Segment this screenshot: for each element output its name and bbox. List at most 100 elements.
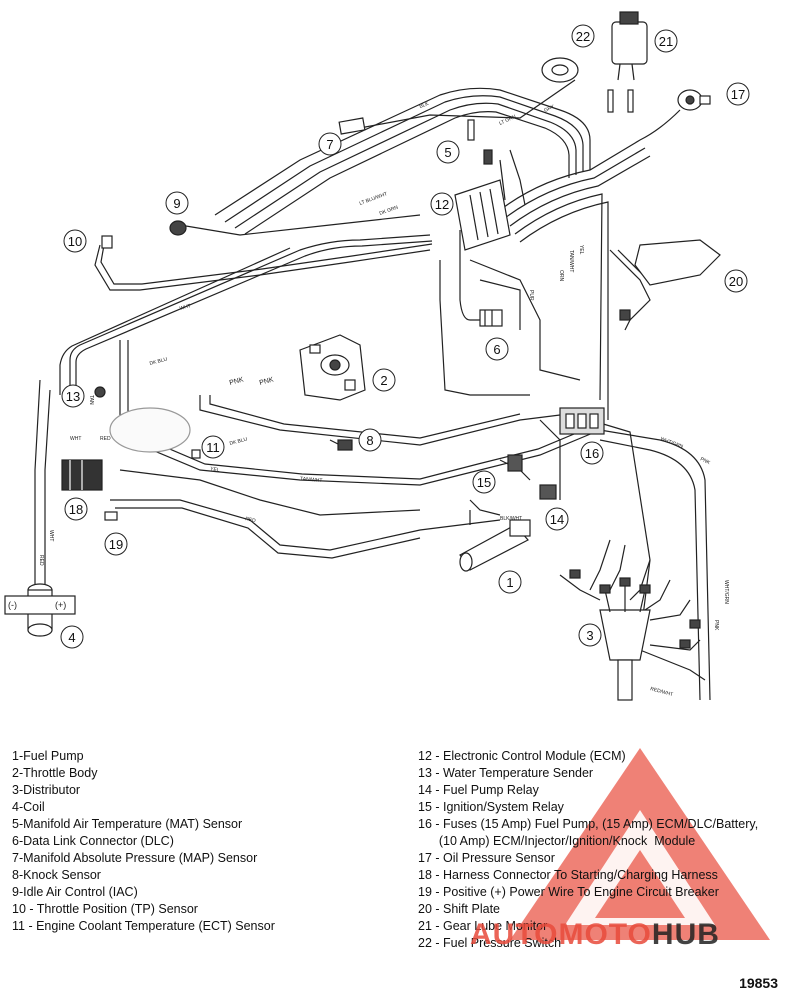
legend-item: 5-Manifold Air Temperature (MAT) Sensor: [12, 817, 243, 831]
ignition-relay-icon: [507, 454, 523, 472]
callout-20: 20: [724, 269, 748, 293]
svg-text:12: 12: [435, 197, 449, 212]
wire-label: TAN/WHT: [568, 250, 574, 272]
svg-text:2: 2: [380, 373, 387, 388]
coil-positive-label: (+): [55, 600, 66, 610]
figure-number: 19853: [739, 975, 778, 991]
legend-item: 15 - Ignition/System Relay: [418, 800, 564, 814]
wire-label: DK BLU: [229, 436, 248, 447]
shift-plate-icon: [619, 239, 721, 321]
svg-text:7: 7: [326, 137, 333, 152]
svg-text:9: 9: [173, 196, 180, 211]
wire-label: BLK: [419, 101, 431, 110]
svg-text:19: 19: [109, 537, 123, 552]
iac-icon: [169, 220, 187, 236]
wire-label: RED: [245, 516, 257, 524]
distributor-icon: [569, 569, 701, 701]
svg-text:6: 6: [493, 342, 500, 357]
callout-16: 16: [580, 441, 604, 465]
wiring-diagram: BLK PNK PNK DK BLU DK BLU RED YEL WHT TA…: [4, 11, 750, 701]
legend-item: 19 - Positive (+) Power Wire To Engine C…: [418, 885, 719, 899]
wire-label: WHT/GRN: [659, 436, 684, 450]
legend-item: 10 - Throttle Position (TP) Sensor: [12, 902, 198, 916]
callout-3: 3: [578, 623, 602, 647]
legend-item: 11 - Engine Coolant Temperature (ECT) Se…: [12, 919, 275, 933]
tp-sensor-icon: [101, 235, 113, 249]
legend-item: 21 - Gear Lube Monitor: [418, 919, 548, 933]
callout-14: 14: [545, 507, 569, 531]
legend-item: (10 Amp) ECM/Injector/Ignition/Knock Mod…: [418, 834, 696, 848]
callout-21: 21: [654, 29, 678, 53]
legend-item: 13 - Water Temperature Sender: [418, 766, 594, 780]
wire-label: LT BLU/WHT: [359, 191, 389, 207]
wire-label: DK BLU: [149, 356, 168, 367]
callout-9: 9: [165, 191, 189, 215]
legend-item: 17 - Oil Pressure Sensor: [418, 851, 555, 865]
wire-label: YEL: [210, 466, 221, 474]
map-sensor-icon: [338, 117, 366, 135]
wire-label: WHT: [48, 530, 54, 541]
dlc-icon: [479, 309, 503, 327]
legend-item: 4-Coil: [12, 800, 45, 814]
ect-sensor-icon: [109, 407, 201, 459]
svg-text:1: 1: [506, 575, 513, 590]
callout-10: 10: [63, 229, 87, 253]
power-wire-terminal-icon: [104, 511, 118, 521]
svg-text:15: 15: [477, 475, 491, 490]
wire-label: RED: [38, 555, 44, 566]
wire-label: WHT: [179, 303, 192, 312]
legend-item: 12 - Electronic Control Module (ECM): [418, 749, 626, 763]
svg-text:17: 17: [731, 87, 745, 102]
callout-19: 19: [104, 532, 128, 556]
svg-text:13: 13: [66, 389, 80, 404]
legend-item: 7-Manifold Absolute Pressure (MAP) Senso…: [12, 851, 258, 865]
wire-label: ORN: [558, 270, 564, 282]
legend-item: 2-Throttle Body: [12, 766, 98, 780]
wire-label: RED: [100, 436, 111, 442]
svg-text:18: 18: [69, 502, 83, 517]
wire-label: PNK: [699, 456, 711, 466]
callout-18: 18: [64, 497, 88, 521]
wire-label: PUR: [528, 290, 534, 301]
fuel-pressure-switch-icon: [541, 57, 579, 83]
water-temp-sender-icon: [94, 386, 106, 398]
callout-22: 22: [571, 24, 595, 48]
callout-4: 4: [60, 625, 84, 649]
knock-sensor-icon: [337, 439, 353, 451]
gear-lube-monitor-icon: [607, 11, 648, 113]
legend-item: 18 - Harness Connector To Starting/Charg…: [418, 868, 718, 882]
svg-text:3: 3: [586, 628, 593, 643]
wire-label: TAN: [88, 395, 94, 405]
callout-5: 5: [436, 140, 460, 164]
legend-item: 22 - Fuel Pressure Switch: [418, 936, 562, 950]
wire-label: TAN/WHT: [300, 476, 323, 484]
svg-text:11: 11: [206, 440, 220, 455]
legend-item: 1-Fuel Pump: [12, 749, 84, 763]
legend-left-column: 1-Fuel Pump 2-Throttle Body 3-Distributo…: [12, 748, 275, 935]
wire-label: GRY: [543, 104, 556, 114]
coil-negative-label: (-): [8, 600, 17, 610]
legend-item: 9-Idle Air Control (IAC): [12, 885, 138, 899]
legend-item: 16 - Fuses (15 Amp) Fuel Pump, (15 Amp) …: [418, 817, 759, 831]
wire-label: YEL: [578, 245, 584, 255]
callout-2: 2: [372, 368, 396, 392]
wire-label: DK GRN: [379, 204, 400, 216]
fuel-pump-icon: [459, 519, 531, 572]
legend-right-column: 12 - Electronic Control Module (ECM) 13 …: [418, 748, 758, 952]
legend-item: 20 - Shift Plate: [418, 902, 500, 916]
callout-12: 12: [430, 192, 454, 216]
svg-text:10: 10: [68, 234, 82, 249]
svg-text:8: 8: [366, 433, 373, 448]
wire-label: PNK: [713, 620, 719, 631]
coil-icon: [4, 583, 76, 637]
mat-sensor-icon: [467, 119, 493, 165]
svg-text:20: 20: [729, 274, 743, 289]
callout-15: 15: [472, 470, 496, 494]
callout-17: 17: [726, 82, 750, 106]
svg-text:21: 21: [659, 34, 673, 49]
wire-label: WHT: [70, 436, 81, 442]
svg-text:16: 16: [585, 446, 599, 461]
svg-text:4: 4: [68, 630, 75, 645]
callout-1: 1: [498, 570, 522, 594]
callout-13: 13: [61, 384, 85, 408]
